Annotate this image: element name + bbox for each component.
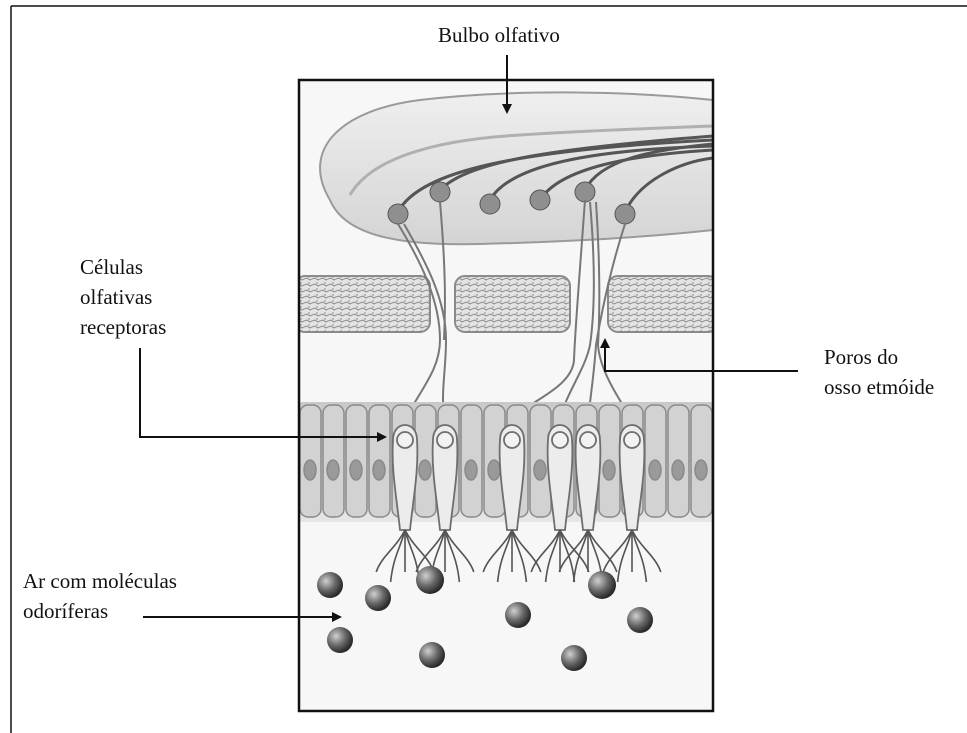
label-celulas-line-1: Células <box>80 252 166 282</box>
receptor-nucleus <box>437 432 453 448</box>
odor-molecule <box>419 642 445 668</box>
cell-nucleus <box>419 460 431 480</box>
label-bulbo-olfativo: Bulbo olfativo <box>438 20 560 50</box>
label-poros-etmoide: Poros do osso etmóide <box>824 342 934 402</box>
cell-nucleus <box>373 460 385 480</box>
label-ar-line-2: odoríferas <box>23 596 177 626</box>
cell-nucleus <box>350 460 362 480</box>
cell-nucleus <box>672 460 684 480</box>
label-celulas-olfativas: Células olfativas receptoras <box>80 252 166 342</box>
odor-molecule <box>327 627 353 653</box>
cell-nucleus <box>304 460 316 480</box>
odor-molecule <box>317 572 343 598</box>
label-celulas-line-3: receptoras <box>80 312 166 342</box>
receptor-nucleus <box>504 432 520 448</box>
label-ar-moleculas: Ar com moléculas odoríferas <box>23 566 177 626</box>
odor-molecule <box>416 566 444 594</box>
receptor-nucleus <box>624 432 640 448</box>
cell-nucleus <box>649 460 661 480</box>
cell-nucleus <box>603 460 615 480</box>
odor-molecule <box>365 585 391 611</box>
cell-nucleus <box>534 460 546 480</box>
cell-nucleus <box>327 460 339 480</box>
receptor-nucleus <box>552 432 568 448</box>
receptor-nucleus <box>397 432 413 448</box>
receptor-nucleus <box>580 432 596 448</box>
cell-nucleus <box>695 460 707 480</box>
label-celulas-line-2: olfativas <box>80 282 166 312</box>
odor-molecule <box>505 602 531 628</box>
cell-nucleus <box>488 460 500 480</box>
label-poros-line-1: Poros do <box>824 342 934 372</box>
label-ar-line-1: Ar com moléculas <box>23 566 177 596</box>
label-poros-line-2: osso etmóide <box>824 372 934 402</box>
cell-nucleus <box>465 460 477 480</box>
odor-molecule <box>627 607 653 633</box>
illustration <box>295 80 718 711</box>
ethmoid-bone <box>295 276 718 332</box>
odor-molecule <box>561 645 587 671</box>
label-bulbo-text: Bulbo olfativo <box>438 20 560 50</box>
odor-molecule <box>588 571 616 599</box>
